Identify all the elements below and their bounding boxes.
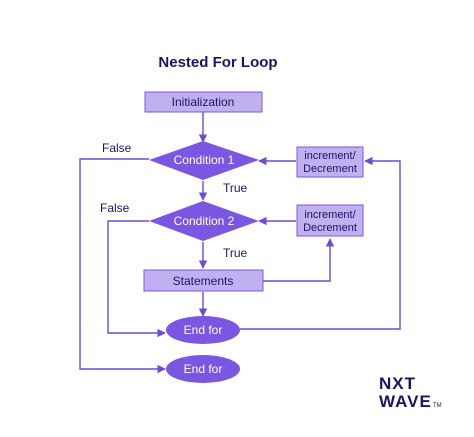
statements-node: Statements [143, 269, 264, 292]
nxtwave-logo: NXT WAVE TM [379, 374, 442, 411]
cond2-false-label: False [100, 201, 130, 215]
logo-tm: TM [433, 403, 442, 409]
endfor-outer-node: End for [166, 355, 240, 383]
edge-statements-to-inc2 [263, 238, 335, 282]
increment2-label-line1: increment/ [304, 209, 356, 221]
endfor-inner-label: End for [184, 323, 223, 337]
initialization-node: Initialization [144, 91, 263, 113]
connectors [79, 112, 401, 374]
cond1-false-label: False [102, 141, 132, 155]
increment2-label-line2: Decrement [303, 222, 357, 234]
condition1-label: Condition 1 [174, 153, 235, 167]
increment1-label-line1: increment/ [304, 150, 356, 162]
logo-line2: WAVE [379, 392, 432, 411]
diagram-title: Nested For Loop [158, 54, 277, 71]
increment1-label-line2: Decrement [303, 163, 357, 175]
endfor-outer-label: End for [184, 362, 223, 376]
condition2-node: Condition 2 [149, 201, 259, 241]
increment1-node: increment/ Decrement [296, 146, 364, 178]
initialization-label: Initialization [172, 95, 235, 109]
edge-cond2-false-to-endfor [107, 220, 166, 338]
edge-endfor-to-inc1 [240, 156, 401, 330]
endfor-inner-node: End for [166, 316, 240, 344]
condition1-node: Condition 1 [149, 141, 259, 180]
condition2-label: Condition 2 [174, 214, 235, 228]
cond1-true-label: True [223, 181, 248, 195]
logo-line1: NXT [379, 374, 416, 393]
statements-label: Statements [173, 274, 234, 288]
increment2-node: increment/ Decrement [296, 204, 364, 237]
edge-cond1-false-to-outer-endfor [79, 158, 166, 374]
cond2-true-label: True [223, 246, 248, 260]
